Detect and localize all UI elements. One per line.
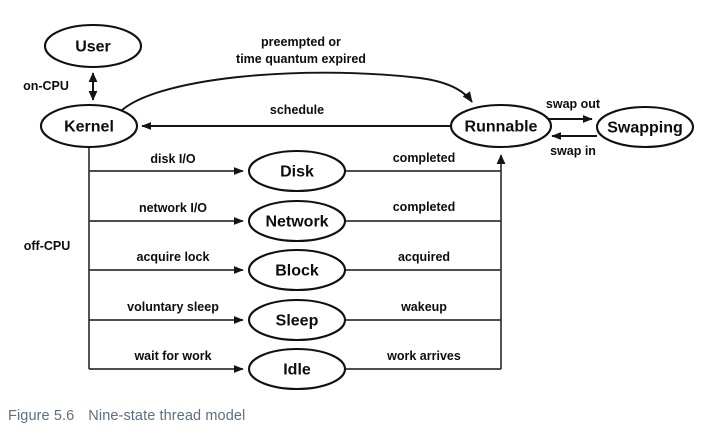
edge-idle-runnable: work arrives (345, 349, 501, 370)
edge-swapping-runnable-swapin: swap in (550, 132, 597, 158)
figure-caption-label: Figure 5.6 (8, 408, 75, 424)
edge-label-acquire-lock: acquire lock (137, 250, 210, 264)
edge-label-on-cpu: on-CPU (23, 79, 69, 93)
node-label-sleep: Sleep (276, 313, 319, 330)
state-diagram: on-CPU preempted or time quantum expired… (23, 23, 695, 391)
node-label-disk: Disk (280, 164, 314, 181)
edge-label-preempted-line1: preempted or (261, 35, 341, 49)
edge-label-wait-for-work: wait for work (133, 349, 211, 363)
node-label-idle: Idle (283, 362, 311, 379)
node-label-swapping: Swapping (607, 120, 683, 137)
edge-block-runnable: acquired (345, 250, 501, 271)
edge-kernel-runnable-preempted: preempted or time quantum expired (117, 35, 473, 115)
block-ellipse[interactable] (247, 248, 347, 292)
edge-label-network-completed: completed (393, 200, 456, 214)
edge-kernel-sleep: voluntary sleep (89, 300, 244, 324)
edge-label-schedule: schedule (270, 103, 324, 117)
node-user[interactable]: User (43, 23, 143, 69)
node-label-kernel: Kernel (64, 119, 114, 136)
edge-kernel-idle: wait for work (89, 349, 244, 373)
node-label-network: Network (265, 214, 328, 231)
kernel-ellipse[interactable] (39, 103, 139, 149)
disk-ellipse[interactable] (247, 149, 347, 193)
edge-kernel-block: acquire lock (89, 250, 244, 274)
group-label-off-cpu: off-CPU (24, 239, 71, 253)
edge-label-swap-in: swap in (550, 144, 596, 158)
edge-label-work-arrives: work arrives (386, 349, 461, 363)
edge-kernel-network: network I/O (89, 201, 244, 225)
edge-network-runnable: completed (345, 200, 501, 222)
edge-label-preempted-line2: time quantum expired (236, 52, 366, 66)
user-ellipse[interactable] (43, 23, 143, 69)
figure-caption: Figure 5.6 Nine-state thread model (8, 408, 698, 424)
edge-sleep-runnable: wakeup (345, 300, 501, 321)
node-sleep[interactable]: Sleep (247, 298, 347, 342)
preempted-curve (117, 71, 473, 115)
edge-label-wakeup: wakeup (400, 300, 447, 314)
edge-label-network-io: network I/O (139, 201, 207, 215)
node-label-runnable: Runnable (465, 119, 538, 136)
node-kernel[interactable]: Kernel (39, 103, 139, 149)
node-idle[interactable]: Idle (247, 347, 347, 391)
runnable-ellipse[interactable] (449, 103, 553, 149)
edge-label-swap-out: swap out (546, 97, 601, 111)
node-runnable[interactable]: Runnable (449, 103, 553, 149)
edge-kernel-disk: disk I/O (89, 152, 244, 175)
swapping-ellipse[interactable] (595, 105, 695, 149)
edge-runnable-kernel-schedule: schedule (141, 103, 451, 130)
node-network[interactable]: Network (247, 199, 347, 243)
node-disk[interactable]: Disk (247, 149, 347, 193)
edge-user-kernel: on-CPU (23, 72, 98, 101)
network-ellipse[interactable] (247, 199, 347, 243)
node-label-user: User (75, 39, 111, 56)
edge-label-voluntary-sleep: voluntary sleep (127, 300, 219, 314)
edge-label-disk-io: disk I/O (150, 152, 195, 166)
idle-ellipse[interactable] (247, 347, 347, 391)
edge-label-disk-completed: completed (393, 151, 456, 165)
edge-runnable-swapping-swapout: swap out (546, 97, 601, 123)
sleep-ellipse[interactable] (247, 298, 347, 342)
node-block[interactable]: Block (247, 248, 347, 292)
edge-label-acquired: acquired (398, 250, 450, 264)
figure-caption-text: Nine-state thread model (88, 408, 246, 424)
node-swapping[interactable]: Swapping (595, 105, 695, 149)
edge-disk-runnable: completed (345, 151, 501, 172)
node-label-block: Block (275, 263, 319, 280)
